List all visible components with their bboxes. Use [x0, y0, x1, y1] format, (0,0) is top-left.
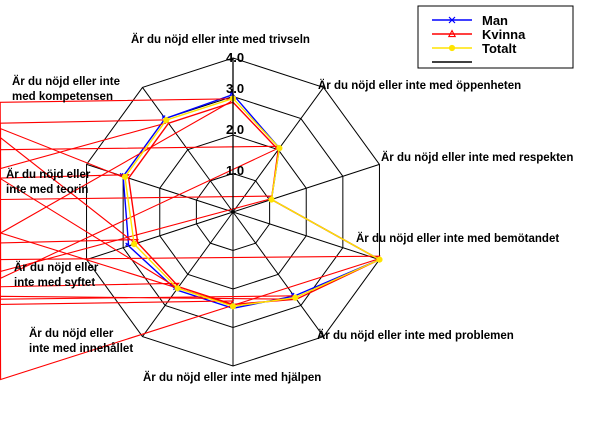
tick-label-4: 4.0: [226, 50, 244, 65]
spoke-9: [142, 87, 234, 213]
series-marker-totalt-5: [229, 303, 237, 310]
axis-label-syftet-line1: Är du nöjd eller: [14, 261, 99, 274]
radar-series-layer: [0, 91, 383, 381]
series-marker-totalt-8: [121, 173, 129, 180]
axis-label-kompetensen-line2: med kompetensen: [12, 91, 113, 103]
legend-item-totalt[interactable]: Totalt: [432, 41, 517, 56]
spoke-2: [232, 163, 380, 213]
axis-label-kompetensen-line1: Är du nöjd eller inte: [12, 75, 120, 88]
series-marker-totalt-7: [131, 241, 138, 248]
axis-label-innehallet-line2: inte med innehållet: [29, 343, 133, 355]
series-man: [119, 91, 382, 309]
spoke-4: [232, 211, 324, 337]
axis-label-oppenheten: Är du nöjd eller inte med öppenheten: [318, 79, 521, 92]
series-marker-kvinna-9: [0, 119, 170, 170]
tick-label-3: 3.0: [226, 81, 244, 96]
legend-label: Man: [482, 13, 508, 28]
legend-item-man[interactable]: Man: [432, 13, 508, 28]
series-marker-totalt-4: [292, 294, 299, 301]
spoke-6: [142, 211, 234, 337]
series-marker-man-7: [125, 242, 130, 247]
legend-marker-circle-icon: [448, 44, 456, 52]
legend-marker-triangle-icon: [447, 29, 457, 38]
series-marker-totalt-2: [268, 196, 275, 203]
axis-label-hjalpen: Är du nöjd eller inte med hjälpen: [143, 371, 321, 384]
axis-label-syftet-line2: inte med syftet: [14, 277, 95, 289]
axis-label-bemotandet: Är du nöjd eller inte med bemötandet: [356, 232, 559, 245]
series-marker-totalt-1: [276, 145, 283, 152]
series-totalt: [121, 95, 383, 310]
series-marker-totalt-9: [163, 117, 170, 124]
axis-label-innehallet-line1: Är du nöjd eller: [29, 327, 114, 340]
legend-item-kvinna[interactable]: Kvinna: [432, 27, 526, 42]
spoke-3: [232, 211, 380, 261]
axis-label-respekten: Är du nöjd eller inte med respekten: [381, 151, 573, 164]
legend-label: Totalt: [482, 41, 517, 56]
axis-label-trivseln: Är du nöjd eller inte med trivseln: [131, 33, 310, 46]
axis-label-teorin-line1: Är du nöjd eller: [6, 168, 91, 181]
legend-label: Kvinna: [482, 27, 526, 42]
series-marker-totalt-6: [174, 285, 181, 292]
tick-label-1: 1.0: [226, 163, 244, 178]
tick-label-2: 2.0: [226, 122, 244, 137]
legend-marker-x-icon: [448, 16, 456, 24]
series-marker-totalt-3: [376, 256, 383, 263]
axis-label-teorin-line2: inte med teorin: [6, 184, 88, 196]
series-marker-kvinna-4: [0, 295, 298, 300]
legend-background: [417, 5, 574, 69]
axis-label-problemen: Är du nöjd eller inte med problemen: [317, 329, 514, 342]
spoke-7: [86, 211, 234, 261]
series-marker-kvinna-0: [0, 98, 235, 234]
